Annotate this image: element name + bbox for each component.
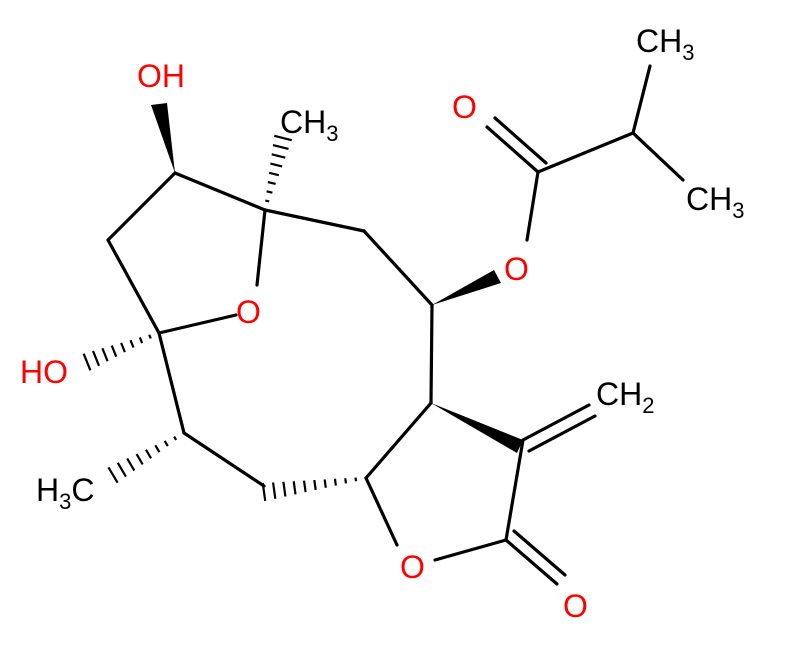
h-h3c-stroke	[163, 440, 169, 447]
h-c3-stroke	[313, 479, 317, 491]
h-h3c-stroke	[135, 453, 144, 465]
double-bond-exo-b	[527, 414, 597, 453]
label-oh-top: OH	[137, 58, 185, 94]
h-oh-stroke	[148, 334, 152, 339]
bond-c6-c5	[362, 229, 434, 307]
wedge-c5-o-ester	[432, 270, 501, 305]
bond-c1-c2	[504, 438, 525, 542]
label-ho-left: HO	[20, 354, 68, 390]
bond-ch-ch3-top	[631, 64, 652, 135]
h-oh-stroke	[120, 342, 126, 353]
label-ch3-right-top: CH3	[636, 23, 694, 65]
h-h3c-stroke	[154, 444, 161, 453]
label-o-carbonyl-top: O	[452, 89, 477, 125]
h-ch3-stroke	[270, 162, 283, 168]
h-c3-stroke	[333, 478, 337, 486]
double-bond-lactone-b	[512, 529, 567, 577]
hash-c3-c12	[261, 476, 368, 502]
h-oh-stroke	[101, 347, 109, 362]
double-bond-exo-a	[521, 403, 591, 442]
double-bond-ester-b	[493, 116, 548, 165]
h-ch3-stroke	[271, 153, 286, 159]
atom-labels: OH CH3 O HO H3C O O CH3 CH3 CH2 O O	[20, 23, 744, 624]
h-ch3-stroke	[267, 180, 276, 186]
hashed-bonds	[82, 134, 368, 502]
bond-c5-c4	[429, 303, 434, 405]
bond-c-ester-ch	[536, 131, 635, 174]
label-o-ester: O	[504, 251, 529, 287]
h-oh-stroke	[91, 350, 101, 367]
label-o-ring: O	[236, 294, 261, 330]
bond-c3-o-lactone	[364, 476, 399, 547]
h-c3-stroke	[302, 480, 307, 493]
h-ch3-stroke	[265, 199, 270, 203]
label-ch2-exo: CH2	[596, 376, 654, 418]
bond-ch-ch3-right	[631, 131, 685, 182]
bond-c7-o-ring	[255, 208, 267, 287]
bond-c8-c7	[173, 171, 267, 212]
label-ch3-right: CH3	[686, 181, 744, 223]
bond-c9-c10	[106, 238, 161, 335]
h-c3-stroke	[282, 481, 287, 497]
bond-c4-c3	[364, 401, 433, 480]
double-bonds	[485, 116, 597, 586]
bond-c7-c6	[263, 208, 366, 233]
h-oh-stroke	[110, 345, 118, 358]
label-o-lactone: O	[400, 549, 425, 585]
h-h3c-stroke	[126, 457, 136, 472]
h-oh-stroke	[129, 339, 135, 348]
single-bonds	[106, 64, 685, 562]
label-h3c-left: H3C	[36, 472, 94, 514]
h-h3c-stroke	[145, 449, 152, 459]
wedge-c8-oh	[151, 103, 175, 173]
label-o-carbonyl-bottom: O	[563, 588, 588, 624]
h-ch3-stroke	[274, 134, 292, 142]
label-ch3-top: CH3	[280, 104, 338, 146]
double-bond-lactone-a	[504, 538, 559, 586]
wedge-c4-c2	[431, 403, 523, 453]
hash-c11-h3c	[107, 431, 186, 484]
bond-c10-o-ring	[157, 313, 238, 335]
h-c3-stroke	[344, 478, 348, 484]
bond-c10-c11	[157, 331, 186, 435]
h-oh-stroke	[138, 337, 144, 344]
bond-c11-c12	[182, 431, 266, 488]
h-h3c-stroke	[116, 462, 127, 478]
hash-c7-ch3	[263, 134, 292, 212]
bond-o-ester-c-ester	[525, 170, 540, 242]
h-h3c-stroke	[173, 435, 178, 441]
bond-o-lactone-c1	[433, 538, 508, 562]
hash-c10-oh	[82, 331, 161, 371]
wedge-bonds	[151, 103, 523, 453]
bond-c8-c9	[106, 171, 177, 242]
h-c3-stroke	[261, 482, 267, 502]
h-oh-stroke	[82, 353, 92, 371]
h-ch3-stroke	[268, 171, 280, 177]
h-h3c-stroke	[182, 431, 186, 435]
h-c3-stroke	[292, 481, 297, 495]
h-c3-stroke	[271, 482, 277, 499]
double-bond-ester-a	[485, 125, 540, 174]
h-c3-stroke	[323, 479, 327, 488]
h-ch3-stroke	[272, 143, 289, 151]
h-ch3-stroke	[266, 190, 273, 194]
h-oh-stroke	[157, 331, 161, 335]
h-h3c-stroke	[107, 466, 119, 484]
